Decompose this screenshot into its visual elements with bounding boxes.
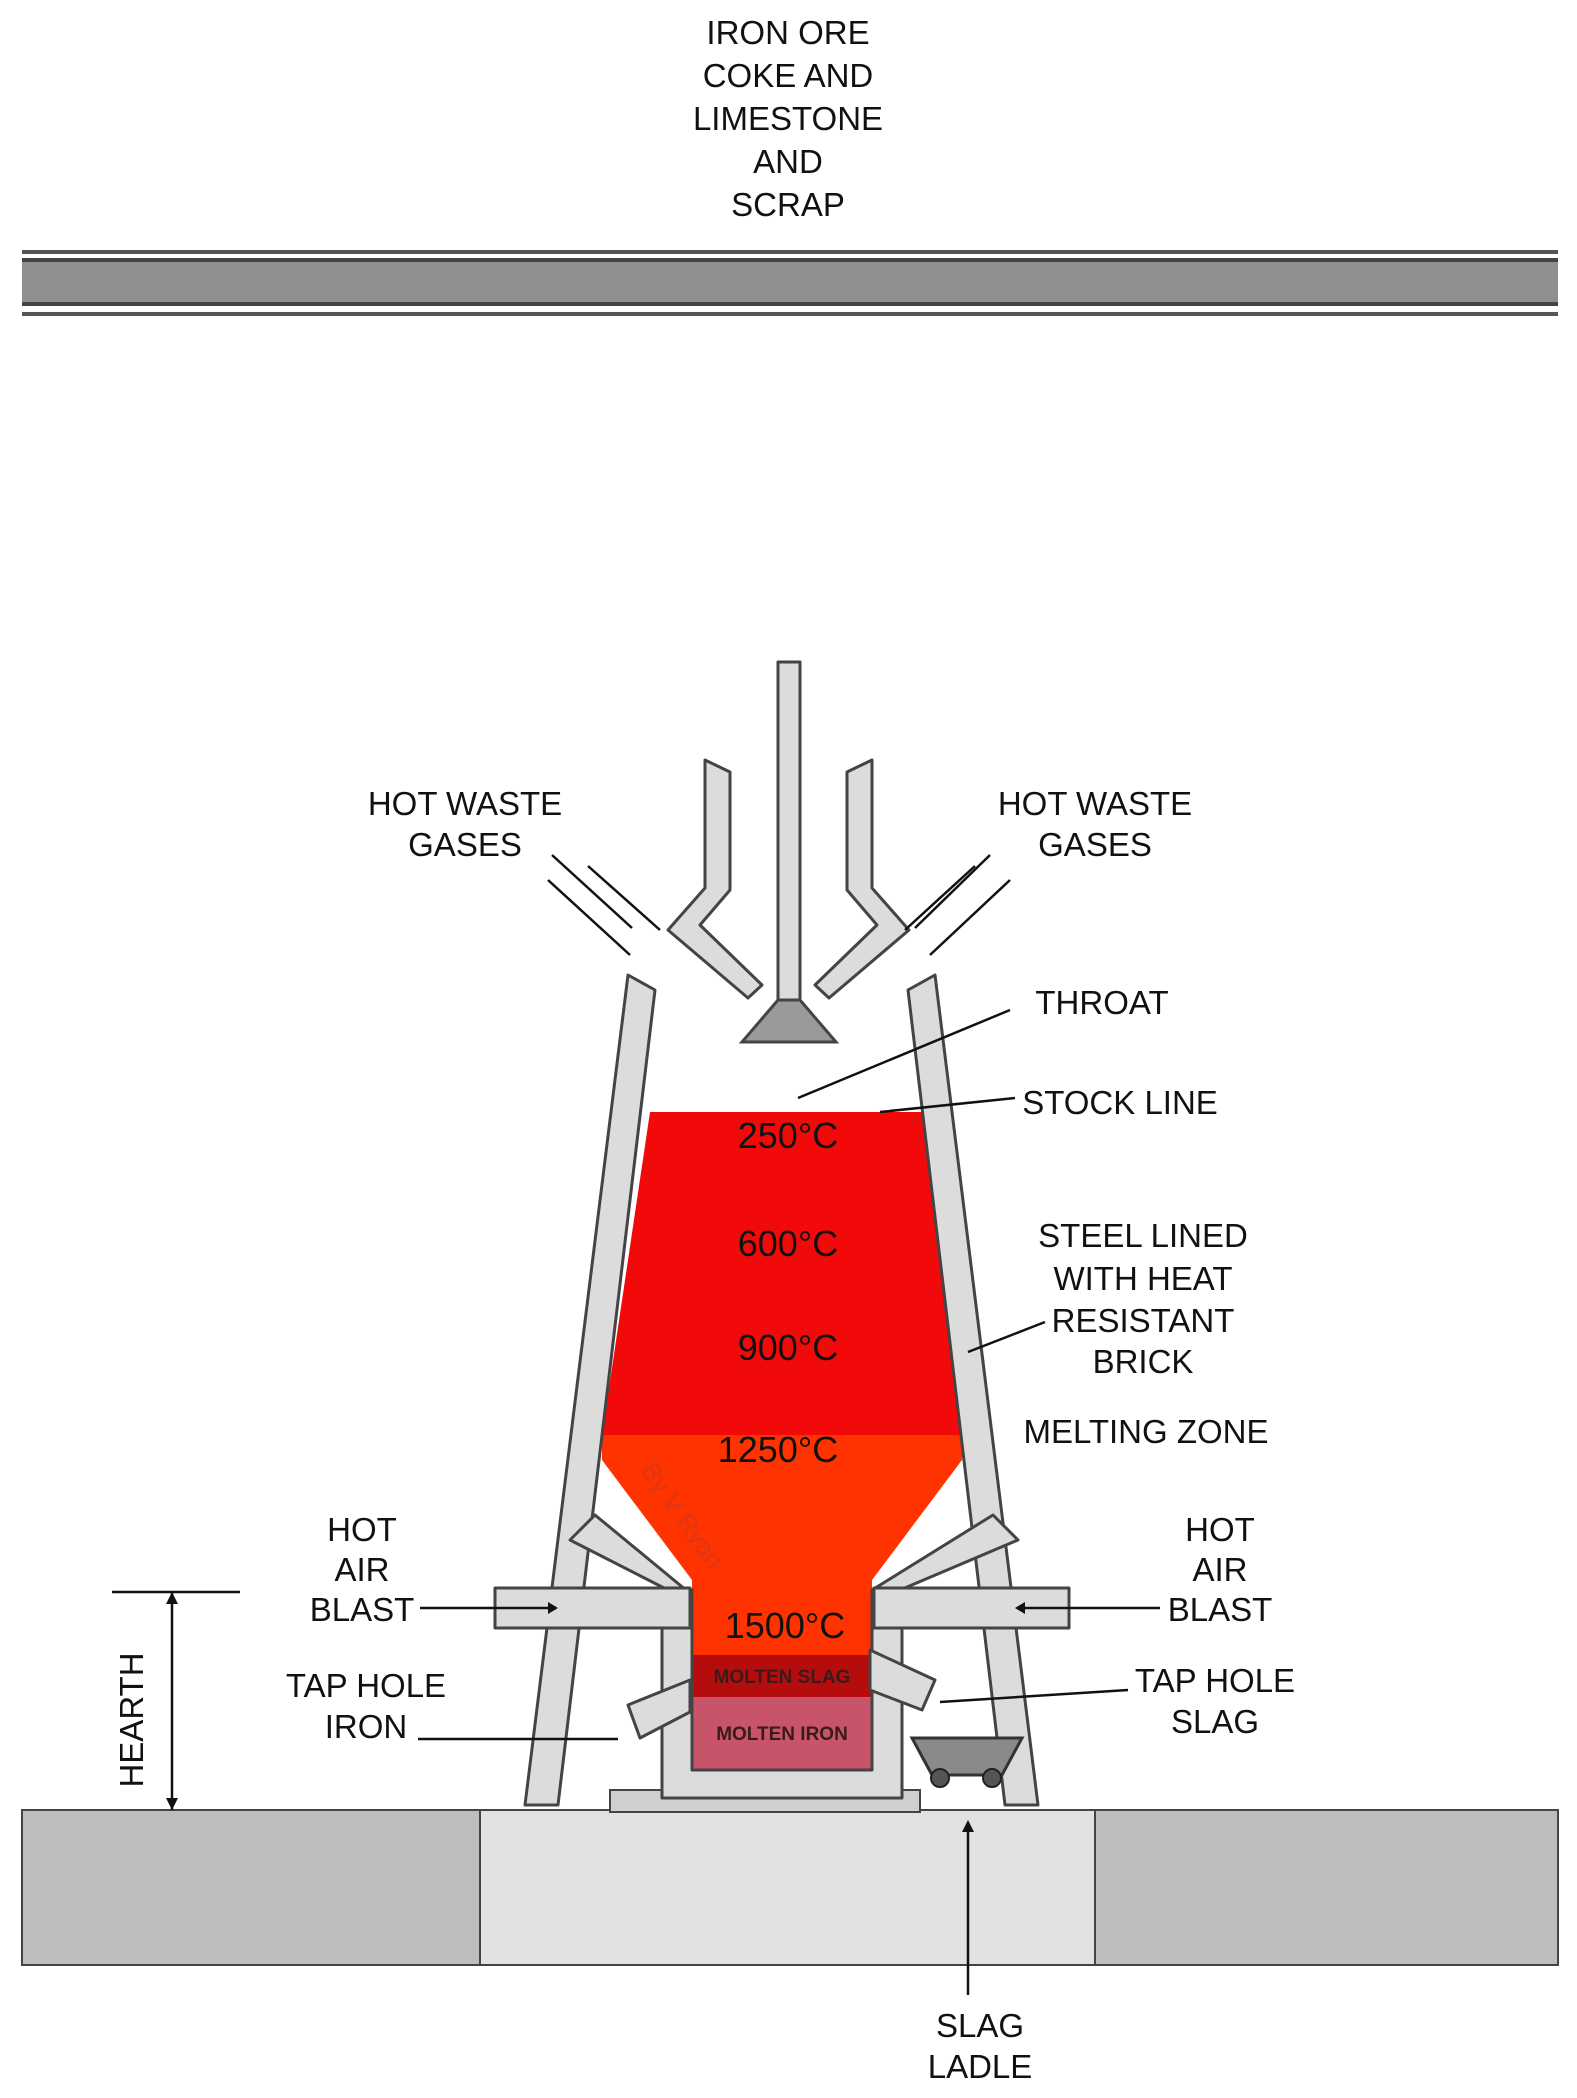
upper-zone [602,1112,962,1435]
temp-1250: 1250°C [718,1429,838,1470]
bell-rod [776,660,802,1004]
gases-right-line-2: GASES [1038,826,1152,863]
ground [21,1789,1559,1966]
air-left-line-3: BLAST [310,1591,415,1628]
molten-iron-label: MOLTEN IRON [716,1724,848,1745]
leader-lines [418,1008,1129,1741]
gases-left-line-2: GASES [408,826,522,863]
stock-line-label: STOCK LINE [1022,1084,1218,1121]
hearth-label: HEARTH [113,1652,150,1787]
temp-1500: 1500°C [725,1605,845,1646]
slag-ladle-line-2: LADLE [928,2048,1033,2085]
molten-slag-label: MOLTEN SLAG [714,1667,851,1688]
gases-right-line-1: HOT WASTE [998,785,1192,822]
charge-conveyor [22,250,1558,316]
molten-slag-layer [692,1655,872,1697]
throat-label: THROAT [1035,984,1168,1021]
temp-250: 250°C [738,1115,838,1156]
gases-left-line-1: HOT WASTE [368,785,562,822]
lining-line-3: RESISTANT [1052,1302,1235,1339]
charge-line-5: SCRAP [731,186,845,223]
gas-flow-line-right-3 [904,865,976,931]
left-gas-offtake [666,758,764,1000]
melting-zone-label: MELTING ZONE [1023,1413,1268,1450]
throat-leader [797,1008,1011,1100]
tap-slag-leader [939,1688,1129,1704]
tap-slag-line-2: SLAG [1171,1703,1259,1740]
gas-flow-line-right-1 [914,854,991,929]
charge-line-3: LIMESTONE [693,100,883,137]
right-gas-offtake [813,758,911,1000]
tap-holes [626,1648,937,1740]
slag-ladle-line-1: SLAG [936,2007,1024,2044]
gas-flow-line-left-3 [587,865,661,931]
tuyeres [420,1586,1160,1630]
temp-600: 600°C [738,1223,838,1264]
charge-line-2: COKE AND [703,57,874,94]
hearth-dimension: HEARTH [112,1590,240,1810]
air-right-line-2: AIR [1192,1551,1247,1588]
air-left-line-1: HOT [327,1511,397,1548]
air-right-line-3: BLAST [1168,1591,1273,1628]
gas-flow-line-right-2 [929,879,1011,956]
tap-iron-line-1: TAP HOLE [286,1667,446,1704]
lining-line-1: STEEL LINED [1038,1217,1248,1254]
lining-leader [967,1320,1046,1354]
bell-cone [738,998,840,1044]
temperature-labels: 250°C 600°C 900°C 1250°C 1500°C [718,1115,845,1646]
air-left-line-2: AIR [334,1551,389,1588]
charge-line-1: IRON ORE [706,14,869,51]
tap-slag-line-1: TAP HOLE [1135,1662,1295,1699]
slag-ladle-wheel-right [982,1768,1002,1788]
air-right-line-1: HOT [1185,1511,1255,1548]
stock-line-leader [879,1096,1016,1114]
tap-hole-iron [626,1678,692,1740]
slag-ladle-body [909,1736,1025,1777]
callout-labels: HOT WASTE GASES HOT WASTE GASES THROAT S… [286,785,1295,2085]
charge-line-4: AND [753,143,823,180]
molten-iron-layer [692,1697,872,1769]
gas-flow-line-left-1 [551,854,633,929]
gas-flow-line-left-2 [547,879,631,956]
lining-line-4: BRICK [1093,1343,1194,1380]
tap-iron-line-2: IRON [325,1708,408,1745]
slag-ladle-wheel-left [930,1768,950,1788]
slag-ladle [909,1736,1025,1995]
temp-900: 900°C [738,1327,838,1368]
tap-hole-slag [868,1648,937,1712]
charge-label: IRON ORE COKE AND LIMESTONE AND SCRAP [693,14,883,223]
lining-line-2: WITH HEAT [1053,1260,1232,1297]
